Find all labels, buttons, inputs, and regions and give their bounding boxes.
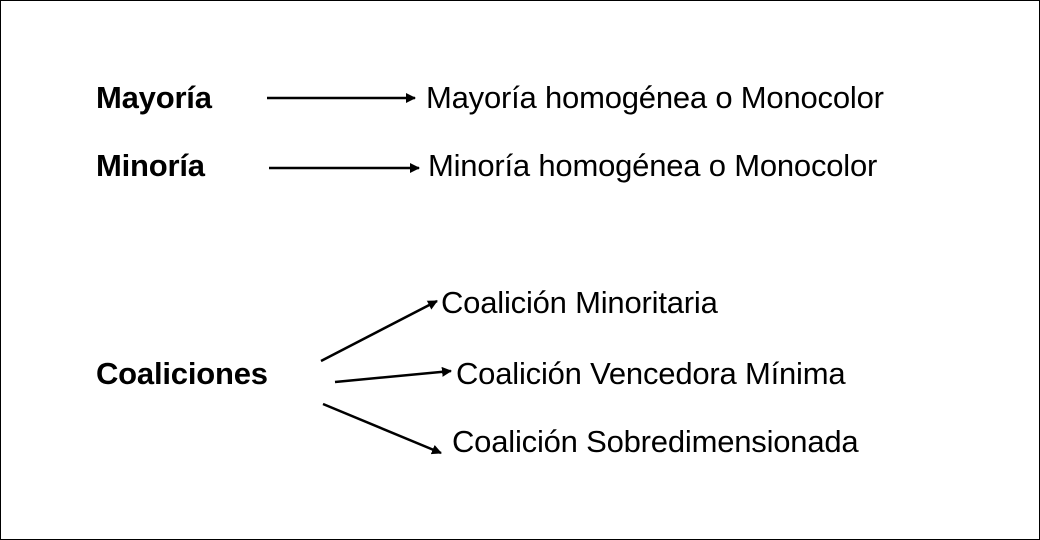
label-minoria: Minoría (96, 148, 205, 183)
label-coalicion-minoritaria: Coalición Minoritaria (441, 285, 718, 320)
label-coaliciones: Coaliciones (96, 356, 268, 391)
arrow-coalicion-vencedora (334, 366, 452, 384)
label-coalicion-vencedora-minima: Coalición Vencedora Mínima (456, 356, 846, 391)
arrow-coalicion-minoritaria (320, 299, 438, 363)
label-mayoria: Mayoría (96, 80, 212, 115)
label-mayoria-homogenea: Mayoría homogénea o Monocolor (426, 80, 884, 115)
label-minoria-homogenea: Minoría homogénea o Monocolor (428, 148, 878, 183)
arrow-coalicion-sobredimensionada (322, 402, 442, 455)
label-coalicion-sobredimensionada: Coalición Sobredimensionada (452, 424, 859, 459)
